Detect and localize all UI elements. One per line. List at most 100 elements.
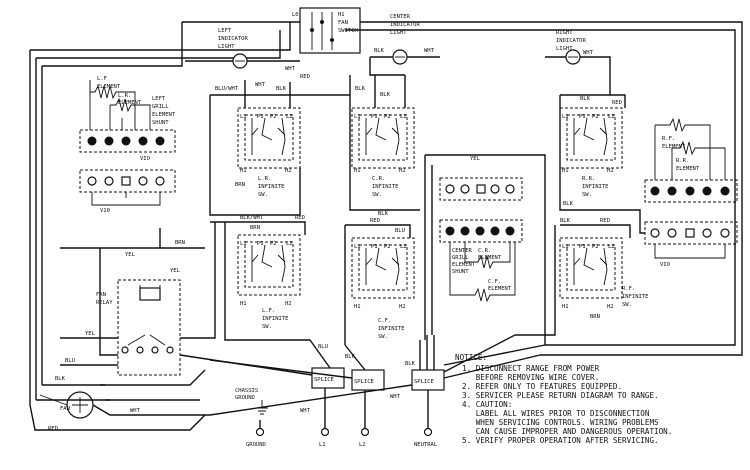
notice-line: BEFORE REMOVING WIRE COVER. [462,373,599,382]
svg-text:CENTER: CENTER [452,248,473,254]
notice-line: 2. REFER ONLY TO FEATURES EQUIPPED. [462,382,622,391]
notice-line: WHEN SERVICING CONTROLS. WIRING PROBLEMS [462,418,659,427]
splice-wiring: BLK BLK WHT WHT WHT BLU [130,334,546,428]
svg-text:RED: RED [300,74,310,80]
right-receptacle-terminals: VIO [630,209,738,268]
svg-text:SWITCH: SWITCH [338,28,358,34]
cr-infinite-switch: L1 P1 P2 L2 H1 H2 C.R. INFINITE SW. BLK [349,57,420,217]
svg-text:H1: H1 [354,304,361,310]
svg-text:L1: L1 [562,114,569,120]
svg-text:VIO: VIO [660,262,670,268]
svg-text:R.R.: R.R. [582,176,595,182]
svg-text:BLK: BLK [563,201,574,207]
svg-text:ELEMENT: ELEMENT [452,262,476,268]
svg-text:LIGHT: LIGHT [556,46,573,52]
svg-text:P1: P1 [371,114,378,120]
svg-text:L2: L2 [400,114,407,120]
svg-text:RED: RED [370,218,380,224]
svg-text:CENTER: CENTER [390,14,411,20]
svg-text:SW.: SW. [378,334,388,340]
left-element-terminal-block: L.F ELEMENT L.R. ELEMENT LEFT GRILL ELEM… [79,76,176,153]
svg-text:SPLICE: SPLICE [414,379,434,385]
svg-text:BRN: BRN [235,182,245,188]
svg-text:C.F.: C.F. [488,279,501,285]
svg-text:L.F: L.F [97,76,107,82]
svg-text:BLK: BLK [55,376,66,382]
svg-text:L1: L1 [319,442,326,448]
wire-label-yel: YEL [125,252,136,258]
svg-text:INFINITE: INFINITE [372,184,399,190]
svg-text:SHUNT: SHUNT [152,120,169,126]
svg-text:R.F.: R.F. [622,286,635,292]
svg-text:H2: H2 [607,168,614,174]
svg-text:FAN: FAN [96,292,106,298]
line-terminals: GROUND L1 L2 NEUTRAL [246,427,438,448]
svg-text:H2: H2 [607,304,614,310]
svg-text:H2: H2 [399,168,406,174]
svg-text:P1: P1 [579,244,586,250]
notice-line: CAN CAUSE IMPROPER AND DANGEROUS OPERATI… [462,427,672,436]
svg-text:H2: H2 [285,168,292,174]
svg-text:BLK: BLK [374,48,385,54]
svg-text:RELAY: RELAY [96,300,113,306]
cf-infinite-switch: L1 P1 P2 L2 H1 H2 C.F. INFINITE SW. RED … [344,218,415,345]
svg-text:WHT: WHT [285,66,296,72]
svg-text:BLK: BLK [380,92,391,98]
svg-text:INFINITE: INFINITE [258,184,285,190]
svg-text:L2: L2 [359,442,366,448]
svg-text:WHT: WHT [300,408,311,414]
svg-text:L1: L1 [354,114,361,120]
rf-infinite-switch: L1 P1 P2 L2 H1 H2 R.F. INFINITE SW. BLK … [515,218,649,336]
notice-line: 4. CAUTION: [462,400,512,409]
svg-text:R.R.: R.R. [676,158,689,164]
svg-text:C.R.: C.R. [372,176,385,182]
svg-text:R.F.: R.F. [662,136,675,142]
svg-text:LIGHT: LIGHT [390,30,407,36]
svg-text:L.F.: L.F. [262,308,275,314]
svg-text:H2: H2 [399,304,406,310]
svg-text:BLU: BLU [318,344,328,350]
svg-text:YEL: YEL [170,268,181,274]
svg-text:L2: L2 [286,241,293,247]
svg-text:P2: P2 [270,241,277,247]
splice-1: SPLICE [311,367,345,389]
svg-text:WHT: WHT [390,394,401,400]
svg-text:P1: P1 [257,241,264,247]
svg-text:P1: P1 [371,244,378,250]
svg-text:L2: L2 [286,114,293,120]
fan-switch: L0 H1 FAN SWITCH [292,7,361,54]
svg-text:L2: L2 [608,244,615,250]
svg-text:BLU: BLU [65,358,75,364]
svg-text:P1: P1 [579,114,586,120]
svg-text:L.R.: L.R. [118,93,131,99]
svg-text:RIGHT: RIGHT [556,30,573,36]
center-element-terminals: CENTER GRILL ELEMENT SHUNT C.R. ELEMENT … [439,219,523,303]
svg-text:RED: RED [48,426,58,432]
harness-labels: RED WHT WHT BLK BLK BRN BLK VIO [140,66,591,231]
svg-text:H2: H2 [285,301,292,307]
svg-text:BLU/WHT: BLU/WHT [215,86,239,92]
svg-text:H1: H1 [562,304,569,310]
notice-title: NOTICE: [455,353,487,362]
svg-text:INFINITE: INFINITE [622,294,649,300]
fan-relay: FAN RELAY YEL BLU YEL [60,222,216,376]
svg-text:INFINITE: INFINITE [262,316,289,322]
svg-text:WHT: WHT [424,48,435,54]
svg-text:C.R.: C.R. [478,248,491,254]
svg-text:L1: L1 [240,114,247,120]
svg-text:ELEMENT: ELEMENT [676,166,700,172]
svg-text:L1: L1 [354,244,361,250]
svg-text:P2: P2 [384,114,391,120]
svg-text:L2: L2 [608,114,615,120]
svg-text:ELEMENT: ELEMENT [97,84,121,90]
svg-text:V10: V10 [100,208,110,214]
chassis-ground: CHASSIS GROUND [235,388,268,415]
svg-text:SW.: SW. [262,324,272,330]
svg-text:INDICATOR: INDICATOR [218,36,248,42]
svg-text:SW.: SW. [622,302,632,308]
left-receptacle-terminals: V10 [79,169,176,214]
center-indicator-light: CENTER INDICATOR LIGHT BLK WHT [370,14,440,65]
rr-infinite-switch: L1 P1 P2 L2 H1 H2 R.R. INFINITE SW. RED … [559,94,630,211]
svg-text:BLK: BLK [405,361,416,367]
